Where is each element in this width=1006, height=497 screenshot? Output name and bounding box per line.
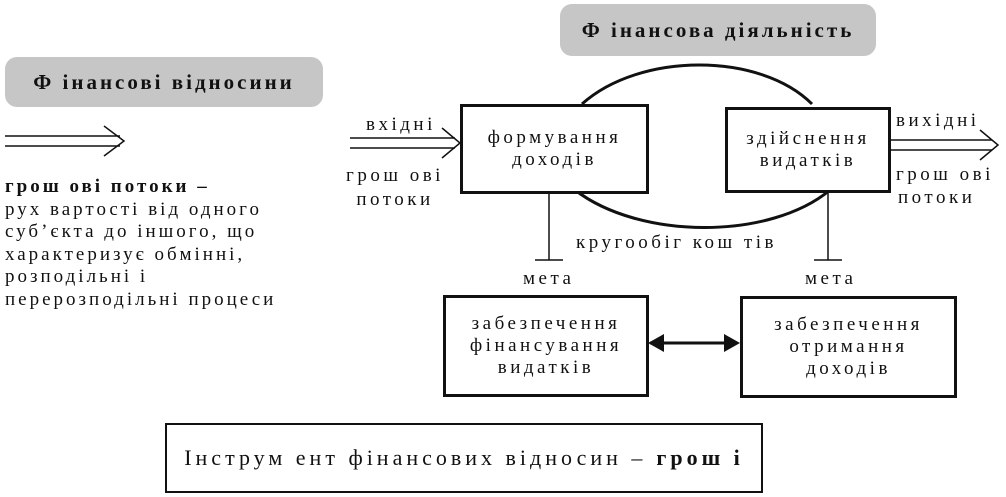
outflow-label-1: вихідні bbox=[896, 110, 980, 131]
inflow-label-2: грош ові bbox=[346, 165, 444, 186]
bidirectional-arrow bbox=[648, 334, 740, 352]
definition-line-3: характеризує обмінні, bbox=[5, 243, 246, 265]
financing-expenses-line-1: забезпечення bbox=[471, 313, 621, 334]
goal-label-left: мета bbox=[523, 268, 575, 289]
financial-activity-header-text: Ф інансова діяльність bbox=[581, 17, 855, 42]
receiving-income-line-1: забезпечення bbox=[774, 314, 923, 335]
cash-flows-definition: грош ові потоки – рух вартості від одног… bbox=[5, 176, 276, 311]
receiving-income-line-3: доходів bbox=[806, 358, 891, 379]
definition-line-2: суб’єкта до іншого, що bbox=[5, 221, 258, 242]
cycle-arc-bottom bbox=[574, 188, 831, 229]
inflow-label-1: вхідні bbox=[366, 114, 436, 135]
financing-expenses-line-2: фінансування bbox=[469, 335, 623, 356]
income-formation-line-2: доходів bbox=[512, 149, 597, 170]
instrument-box: Інструм ент фінансових відносин – грош і bbox=[165, 423, 763, 493]
expense-realization-box: здійснення видатків bbox=[725, 107, 891, 193]
receiving-income-box: забезпечення отримання доходів bbox=[740, 296, 957, 398]
outflow-double-arrow bbox=[890, 129, 1000, 161]
definition-term: грош ові потоки – bbox=[5, 176, 210, 197]
receiving-income-line-2: отримання bbox=[789, 336, 908, 357]
definition-line-1: рух вартості від одного bbox=[5, 198, 262, 220]
instrument-text: Інструм ент фінансових відносин – bbox=[184, 445, 647, 470]
income-formation-line-1: формування bbox=[487, 127, 622, 148]
goal-connector-left bbox=[535, 193, 563, 261]
cycle-arc-top bbox=[580, 63, 814, 106]
definition-line-4: розподільні і bbox=[5, 266, 149, 287]
instrument-bold-text: грош і bbox=[656, 445, 744, 470]
expense-realization-line-1: здійснення bbox=[746, 128, 870, 149]
expense-realization-line-2: видатків bbox=[759, 150, 857, 171]
relations-double-arrow bbox=[5, 125, 126, 157]
financing-expenses-box: забезпечення фінансування видатків bbox=[443, 295, 649, 397]
outflow-label-3: потоки bbox=[898, 187, 976, 208]
outflow-label-2: грош ові bbox=[896, 164, 994, 185]
goal-label-right: мета bbox=[805, 268, 857, 289]
financial-relations-header-text: Ф інансові відносини bbox=[33, 69, 295, 94]
financial-relations-header: Ф інансові відносини bbox=[5, 57, 323, 107]
circulation-label: кругообіг кош тів bbox=[576, 232, 777, 253]
goal-connector-right bbox=[814, 193, 842, 261]
inflow-label-3: потоки bbox=[356, 189, 434, 210]
financial-activity-header: Ф інансова діяльність bbox=[560, 4, 876, 56]
income-formation-box: формування доходів bbox=[460, 104, 649, 194]
financing-expenses-line-3: видатків bbox=[497, 357, 595, 378]
definition-line-5: перерозподільні процеси bbox=[5, 288, 277, 310]
